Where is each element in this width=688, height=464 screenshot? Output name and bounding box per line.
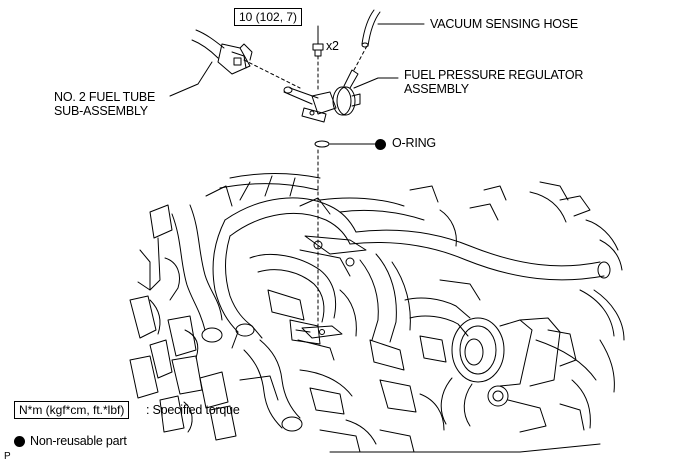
assembly-guide-lines xyxy=(243,43,369,331)
legend-nonreusable-icon xyxy=(14,436,25,447)
nonreusable-marker-icon xyxy=(375,139,386,150)
legend-nonreusable-desc: Non-reusable part xyxy=(30,434,127,448)
quantity-label: x2 xyxy=(326,39,339,53)
fuel-tube-sub-assembly xyxy=(191,29,253,75)
o-ring-label: O-RING xyxy=(392,136,436,150)
torque-callout: 10 (102, 7) xyxy=(234,8,303,26)
regulator-label-line1: FUEL PRESSURE REGULATOR xyxy=(404,68,584,82)
bolt-icon xyxy=(312,39,324,57)
legend-torque-unit: N*m (kgf*cm, ft.*lbf) xyxy=(14,401,130,419)
legend-torque-desc: : Specified torque xyxy=(146,403,240,417)
fuel-tube-label-line1: NO. 2 FUEL TUBE xyxy=(54,90,156,104)
fuel-pressure-regulator xyxy=(283,69,361,123)
vacuum-hose-label: VACUUM SENSING HOSE xyxy=(430,17,579,31)
engine-illustration xyxy=(129,173,625,453)
corner-letter: P xyxy=(4,451,11,462)
fuel-tube-label-line2: SUB-ASSEMBLY xyxy=(54,104,148,118)
leader-lines xyxy=(169,23,425,145)
o-ring-icon xyxy=(314,140,330,148)
regulator-label-line2: ASSEMBLY xyxy=(404,82,469,96)
vacuum-sensing-hose xyxy=(361,9,381,48)
regulator-mount-plate xyxy=(301,325,343,339)
